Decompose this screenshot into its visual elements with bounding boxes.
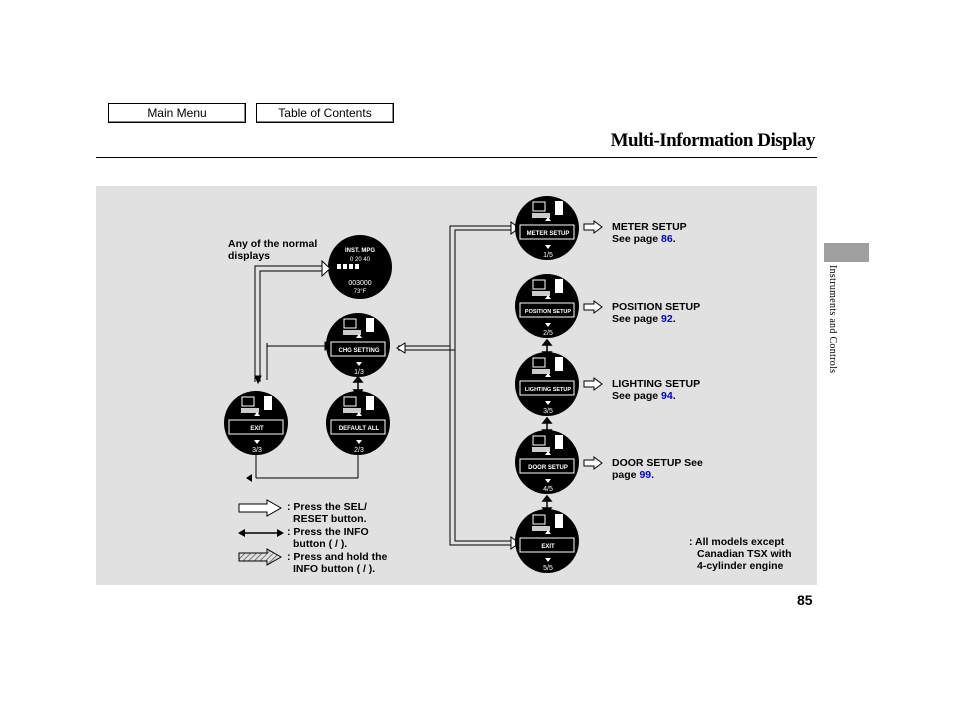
display-index: 1/3 <box>354 369 364 376</box>
door-setup-label: DOOR SETUP See page 99. <box>612 457 703 481</box>
display-index: 2/5 <box>543 330 553 337</box>
page-link[interactable]: 86 <box>661 233 673 245</box>
lighting-setup-label: LIGHTING SETUP See page 94. <box>612 378 701 402</box>
display-index: 2/3 <box>354 447 364 454</box>
table-of-contents-button[interactable]: Table of Contents <box>256 103 394 123</box>
connectors <box>254 225 515 546</box>
meter-setup-label: METER SETUP See page 86. <box>612 221 687 245</box>
display-label: CHG SETTING <box>338 348 379 354</box>
display-label: DOOR SETUP <box>528 465 568 471</box>
normal-display-temp: 73°F <box>354 289 367 295</box>
display-label: POSITION SETUP <box>525 309 571 315</box>
normal-display-scale: 0 20 40 <box>350 257 371 263</box>
display-index: 3/5 <box>543 408 553 415</box>
normal-display-odo: 003000 <box>348 280 371 287</box>
position-setup-label: POSITION SETUP See page 92. <box>612 301 701 325</box>
display-lighting-setup: LIGHTING SETUP 3/5 <box>515 352 579 416</box>
display-label: METER SETUP <box>527 231 570 237</box>
display-meter-setup: METER SETUP 1/5 <box>515 196 579 260</box>
title-rule <box>96 157 817 158</box>
normal-display: INST. MPG 0 20 40 003000 73°F <box>328 235 392 299</box>
display-index: 1/5 <box>543 252 553 259</box>
display-default-all: DEFAULT ALL 2/3 <box>326 391 390 455</box>
display-chg-setting: CHG SETTING 1/3 <box>326 313 390 377</box>
display-index: 5/5 <box>543 565 553 572</box>
page-title: Multi-Information Display <box>610 130 816 151</box>
normal-displays-label: Any of the normal displays <box>228 238 318 262</box>
legend-sel: : Press the SEL/ RESET button. <box>287 501 367 525</box>
legend-hold: : Press and hold the INFO button ( / ). <box>287 551 388 575</box>
display-index: 3/3 <box>252 447 262 454</box>
display-door-setup: DOOR SETUP 4/5 <box>515 430 579 494</box>
display-index: 4/5 <box>543 486 553 493</box>
page-link[interactable]: 94 <box>661 390 673 402</box>
diagram-panel <box>96 186 817 585</box>
section-label: Instruments and Controls <box>827 265 838 374</box>
page-number: 85 <box>797 592 813 608</box>
page-link[interactable]: 99 <box>639 469 652 481</box>
display-label: DEFAULT ALL <box>339 426 380 432</box>
legend-info: : Press the INFO button ( / ). <box>287 526 369 550</box>
normal-display-line1: INST. MPG <box>345 248 375 254</box>
page-link[interactable]: 92 <box>661 313 673 325</box>
legend-marks <box>238 499 284 566</box>
display-label: LIGHTING SETUP <box>525 387 571 393</box>
display-label: EXIT <box>250 426 264 432</box>
main-menu-button[interactable]: Main Menu <box>108 103 246 123</box>
label-arrows <box>583 220 603 470</box>
footnote: : All models except Canadian TSX with 4-… <box>689 536 792 572</box>
display-position-setup: POSITION SETUP 2/5 <box>515 274 579 338</box>
display-label: EXIT <box>541 544 555 550</box>
display-exit-3: EXIT 3/3 <box>224 391 288 455</box>
section-tab <box>824 243 869 262</box>
display-exit-5: EXIT 5/5 <box>515 509 579 573</box>
